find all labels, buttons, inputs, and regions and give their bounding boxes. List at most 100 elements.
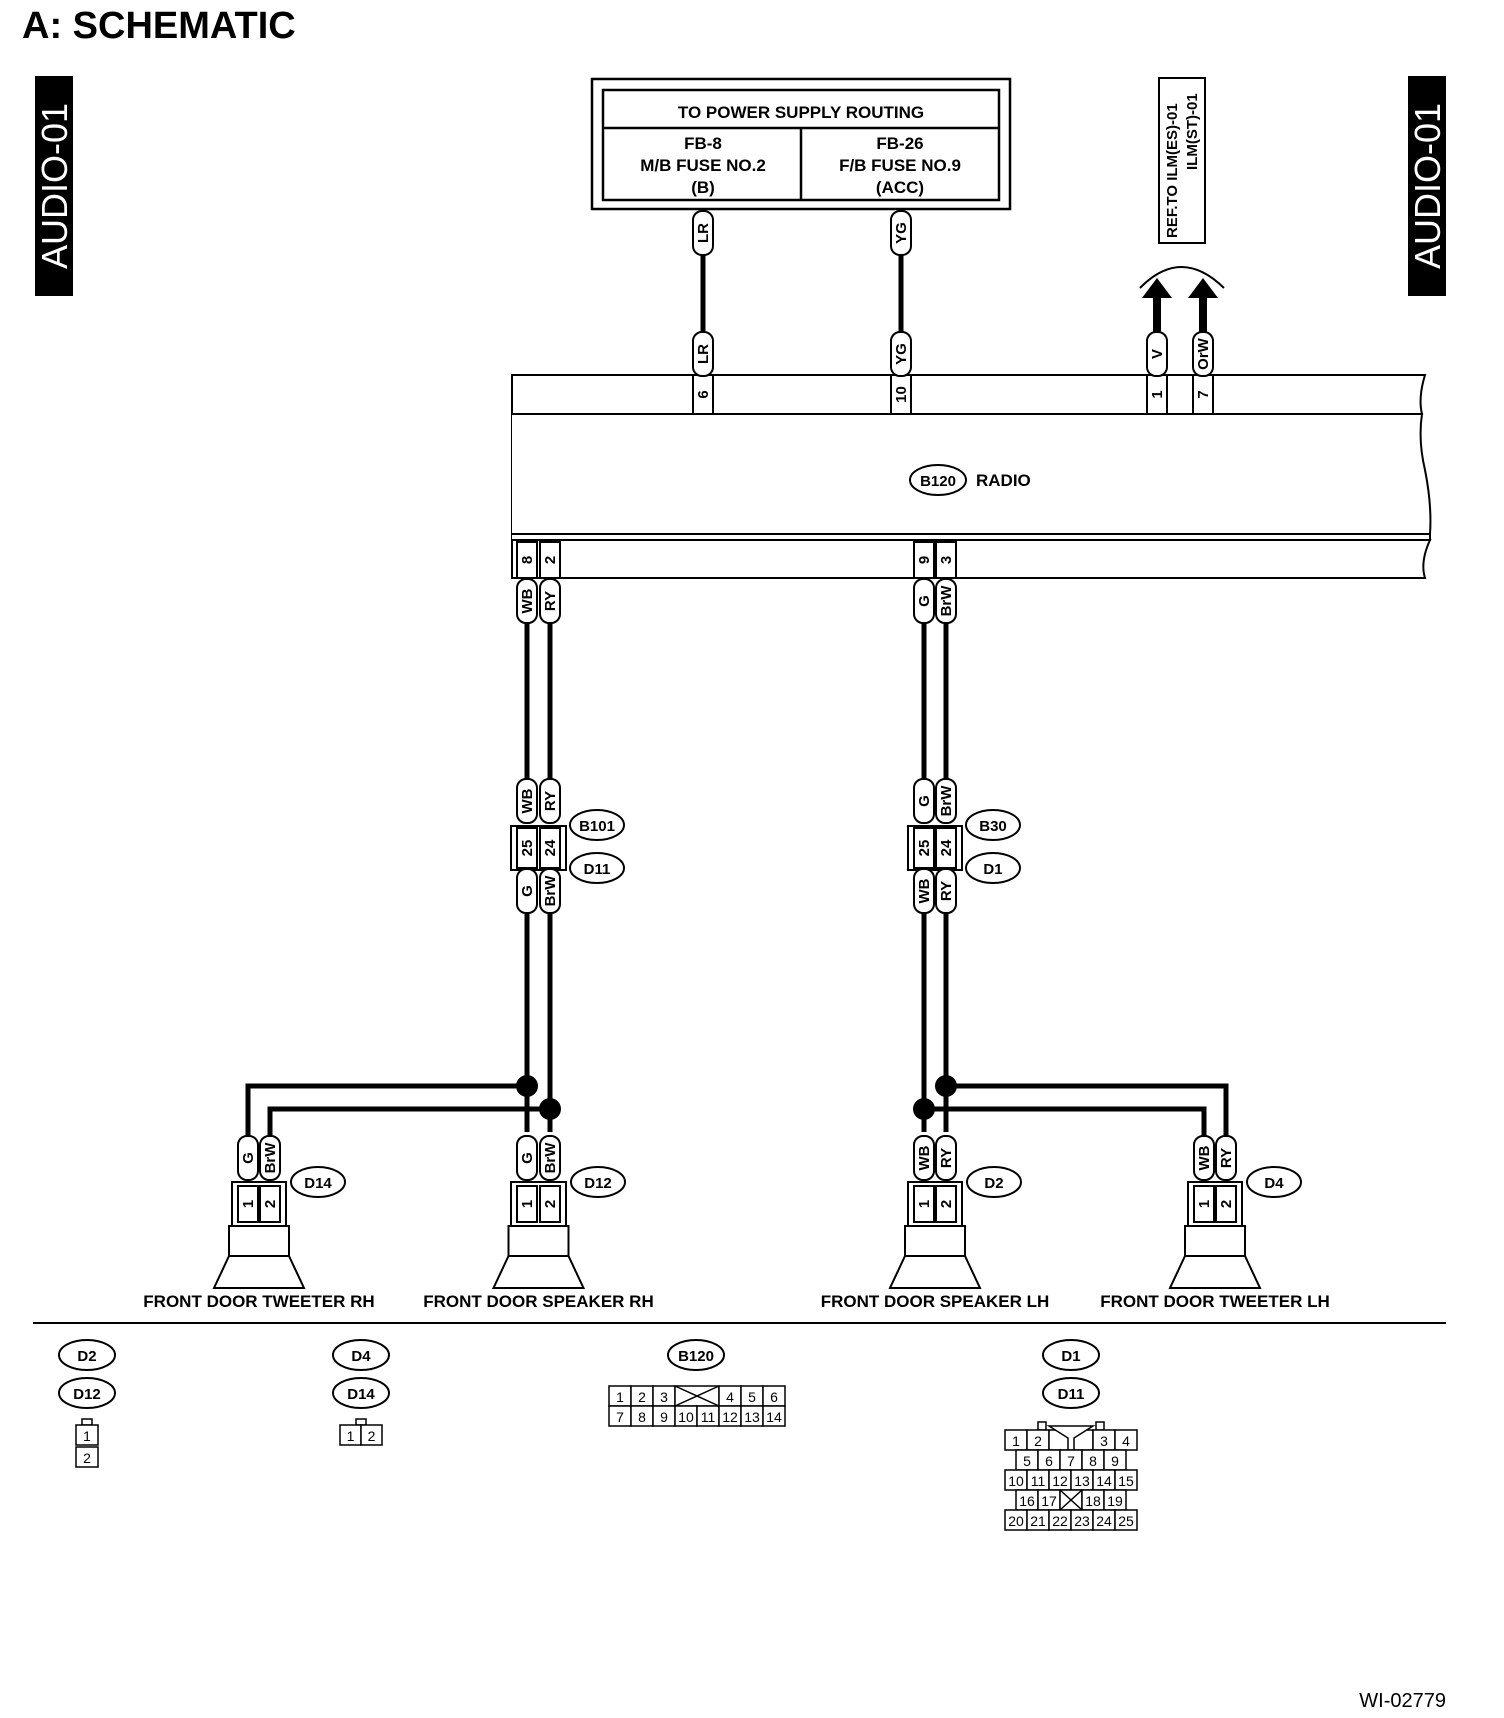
power-supply-box: TO POWER SUPPLY ROUTING FB-8 M/B FUSE NO… [590, 77, 1012, 211]
wire-tag-YG-text: YG [893, 343, 910, 365]
joint-bottom-wire-G-text: G [519, 885, 536, 897]
joint-top-wire-BrW: BrW [935, 778, 957, 824]
legend-d1-pin-19: 19 [1103, 1489, 1127, 1511]
legend-d4-pin-2: 2 [360, 1424, 383, 1446]
joint-bottom-wire-G: G [516, 868, 538, 914]
joint-pin-25: 25 [913, 827, 935, 869]
legend-b120-pin-10: 10 [674, 1405, 698, 1427]
power-box-right-line2: F/B FUSE NO.9 [839, 156, 961, 175]
side-label-left: AUDIO-01 [34, 76, 75, 296]
speaker-connector-D12: D12 [570, 1166, 626, 1198]
joint-top-wire-BrW-text: BrW [938, 785, 955, 817]
legend-code-D11-text: D11 [1058, 1386, 1085, 1403]
speaker-connector-D2-text: D2 [984, 1175, 1003, 1192]
legend-d1-pin-24: 24 [1092, 1509, 1116, 1531]
legend-d1-pin-3: 3 [1092, 1429, 1116, 1451]
legend-b120-pin-5: 5 [740, 1385, 764, 1407]
speaker-pin-2-text: 2 [262, 1200, 279, 1208]
wire-tag-YG-source: YG [890, 210, 912, 256]
speaker-pin-2: 2 [935, 1185, 957, 1223]
joint-connector-D1: D1 [965, 852, 1021, 884]
legend-d1-pin-14: 14 [1092, 1469, 1116, 1491]
joint-bottom-wire-RY-text: RY [938, 881, 955, 901]
wire-tag-V: V [1146, 331, 1168, 377]
power-box-left-line3: (B) [691, 178, 715, 197]
legend-d1-pin-9: 9 [1103, 1449, 1127, 1471]
speaker-connector-D12-text: D12 [584, 1175, 612, 1192]
legend-d1-pin-3-text: 3 [1100, 1433, 1108, 1449]
joint-bottom-wire-WB-text: WB [916, 878, 933, 903]
joint-top-wire-WB-text: WB [519, 788, 536, 813]
speaker-wire-WB: WB [1193, 1135, 1215, 1181]
page-title: A: SCHEMATIC [22, 5, 296, 47]
legend-d1-pin-15-text: 15 [1118, 1473, 1134, 1489]
power-box-right-line1: FB-26 [876, 134, 923, 153]
wire-tag-LR-text: LR [695, 344, 712, 364]
legend-d1-pin-17-text: 17 [1041, 1493, 1057, 1509]
speaker-pin-1-text: 1 [916, 1200, 933, 1208]
speaker-pin-2-text: 2 [938, 1200, 955, 1208]
wire-tag-LR: LR [692, 331, 714, 377]
legend-d1-pin-23-text: 23 [1074, 1513, 1090, 1529]
legend-d2-pin-2-text: 2 [83, 1450, 91, 1466]
radio-bottom-pin-2-text: 2 [542, 556, 559, 564]
legend-d1-pin-19-text: 19 [1107, 1493, 1123, 1509]
legend-d1-pin-4-text: 4 [1122, 1433, 1130, 1449]
speaker-label: FRONT DOOR TWEETER LH [1100, 1292, 1329, 1311]
legend-b120-pin-13: 13 [740, 1405, 764, 1427]
joint-top-wire-RY: RY [539, 778, 561, 824]
legend-d1-pin-5: 5 [1015, 1449, 1039, 1471]
legend-d1-pin-8: 8 [1081, 1449, 1105, 1471]
wire-tag-LR-source: LR [692, 210, 714, 256]
wire-tag-RY-text: RY [542, 591, 559, 611]
legend-b120-pin-1: 1 [608, 1385, 632, 1407]
wire-tag-WB: WB [516, 578, 538, 624]
legend-b120-pin-7-text: 7 [616, 1409, 624, 1425]
wire-tag-G-text: G [916, 595, 933, 607]
arrow-up-icon [1188, 278, 1218, 333]
legend-code-D12: D12 [58, 1377, 116, 1409]
joint-bottom-wire-BrW: BrW [539, 868, 561, 914]
radio-connector-code [909, 464, 967, 496]
legend-d1-pin-13: 13 [1070, 1469, 1094, 1491]
speaker-wire-RY: RY [935, 1135, 957, 1181]
legend-d1-pin-12: 12 [1048, 1469, 1072, 1491]
legend-d1-pin-18: 18 [1081, 1489, 1105, 1511]
legend-d2-pin-1: 1 [75, 1424, 99, 1446]
joint-pin-25-text: 25 [916, 840, 933, 857]
joint-connector-B101: B101 [569, 809, 625, 841]
legend-d1-pin-11-text: 11 [1031, 1473, 1046, 1489]
legend-d1-pin-17: 17 [1037, 1489, 1061, 1511]
legend-code-D1-text: D1 [1061, 1348, 1080, 1365]
legend-b120-pin-6: 6 [762, 1385, 786, 1407]
speaker-wire-RY-text: RY [1218, 1148, 1235, 1168]
speaker-connector-D14-text: D14 [304, 1175, 332, 1192]
radio-top-pin-6: 6 [692, 374, 714, 415]
joint-top-wire-G: G [913, 778, 935, 824]
wire-tag-LR-source-text: LR [695, 223, 712, 243]
legend-d1-pin-11: 11 [1026, 1469, 1050, 1491]
legend-d1-pin-4: 4 [1114, 1429, 1138, 1451]
arrow-ref-group [1139, 266, 1225, 333]
joint-connector-D11-text: D11 [584, 861, 611, 878]
legend-d1-pin-18-text: 18 [1085, 1493, 1101, 1509]
legend-code-D2: D2 [58, 1339, 116, 1371]
legend-b120-pin-14-text: 14 [766, 1409, 782, 1425]
side-label-right: AUDIO-01 [1407, 76, 1448, 296]
speaker-pin-2-text: 2 [542, 1200, 559, 1208]
radio-bottom-pin-9-text: 9 [916, 556, 933, 564]
speaker-wire-BrW: BrW [539, 1135, 561, 1181]
speaker-wire-RY: RY [1215, 1135, 1237, 1181]
legend-d1-pin-20-text: 20 [1008, 1513, 1024, 1529]
legend-code-D14-text: D14 [347, 1386, 375, 1403]
joint-bottom-wire-RY: RY [935, 868, 957, 914]
joint-bottom-wire-WB: WB [913, 868, 935, 914]
legend-d4-pin-1: 1 [339, 1424, 362, 1446]
speaker-pin-1: 1 [237, 1185, 259, 1223]
legend-d1-pin-14-text: 14 [1096, 1473, 1112, 1489]
